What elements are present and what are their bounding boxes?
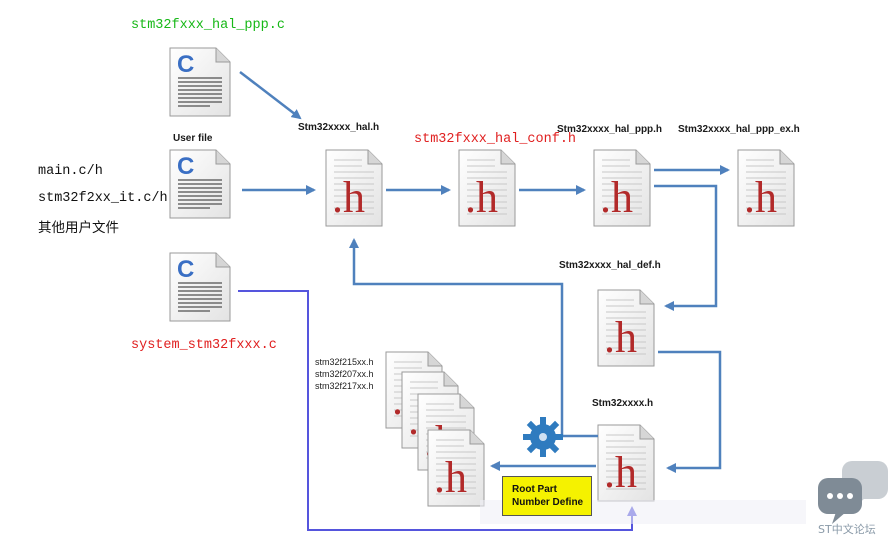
arrow-ppp-c-to-hal [239,71,302,120]
label-hal-ppp-h: Stm32xxxx_hal_ppp.h [557,124,663,135]
h-letter: .h [465,173,498,222]
c-file-icon: C [169,149,231,219]
label-hal-def-h: Stm32xxxx_hal_def.h [559,260,661,271]
gear-icon [523,417,563,457]
c-file-icon: C [169,252,231,322]
h-letter: .h [604,448,637,497]
label-device-215: stm32f215xx.h [315,357,374,367]
dependency-arrows [239,71,730,473]
label-user-file: User file [173,133,213,144]
h-letter: .h [604,313,637,362]
label-hal-conf-h: stm32fxxx_hal_conf.h [414,132,577,147]
arrow-ppp-to-def [654,184,718,311]
h-file-icon-hal-def: .h [597,289,655,367]
c-letter: C [177,256,194,283]
root-part-note: Root Part Number Define [502,476,592,516]
h-letter: .h [434,453,467,502]
h-file-icon-stack: .h .h .h .h [385,351,485,507]
chat-bubble-icon [818,461,888,524]
c-letter: C [177,51,194,78]
label-hal-h: Stm32xxxx_hal.h [298,122,380,133]
label-other-user-files: 其他用户文件 [38,220,119,236]
label-it-c: stm32f2xx_it.c/h [38,191,168,206]
h-file-icon-hal-conf: .h [458,149,516,227]
root-part-line-1: Root Part [512,484,557,495]
label-main-c: main.c/h [38,164,103,179]
c-letter: C [177,153,194,180]
root-part-line-2: Number Define [512,497,584,508]
arrow-def-to-stm32xxxx [658,350,722,473]
h-file-icon-hal-ppp: .h [593,149,651,227]
label-hal-ppp-ex-h: Stm32xxxx_hal_ppp_ex.h [678,124,800,135]
h-file-icon-stm32xxxx: .h [597,424,655,502]
label-device-217: stm32f217xx.h [315,381,374,391]
c-file-icon: C [169,47,231,117]
label-stm32xxxx-h: Stm32xxxx.h [592,398,654,409]
h-file-icon-hal-ppp-ex: .h [737,149,795,227]
label-device-207: stm32f207xx.h [315,369,374,379]
h-letter: .h [744,173,777,222]
label-ppp-c: stm32fxxx_hal_ppp.c [131,18,285,33]
arrow-stm32xxxx-to-hal [349,238,598,438]
h-letter: .h [332,173,365,222]
label-system-c: system_stm32fxxx.c [131,338,277,353]
watermark-text: ST中文论坛 [818,523,876,536]
h-file-icon-hal: .h [325,149,383,227]
h-letter: .h [600,173,633,222]
